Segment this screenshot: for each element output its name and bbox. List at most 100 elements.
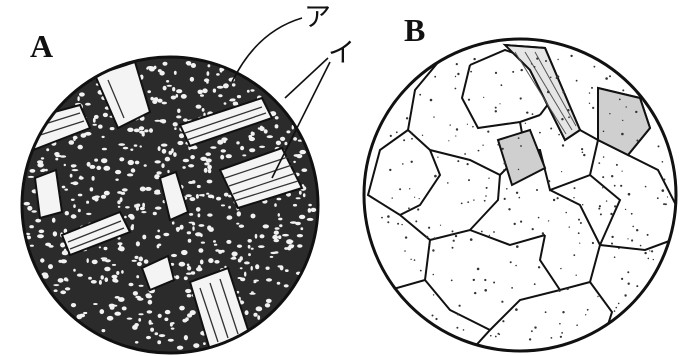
speckle <box>545 311 547 313</box>
speckle <box>573 197 574 198</box>
groundmass-grain <box>168 339 174 342</box>
speckle <box>512 71 514 73</box>
groundmass-grain <box>248 245 251 249</box>
speckle <box>622 120 623 121</box>
speckle <box>618 248 619 249</box>
groundmass-grain <box>223 83 229 88</box>
speckle <box>450 124 451 125</box>
speckle <box>387 221 389 223</box>
groundmass-grain <box>187 266 191 271</box>
speckle <box>531 63 532 64</box>
groundmass-grain <box>265 303 270 307</box>
speckle <box>626 106 627 107</box>
speckle <box>495 336 497 338</box>
groundmass-grain <box>107 316 114 321</box>
groundmass-grain <box>191 63 196 68</box>
groundmass-grain <box>300 227 303 230</box>
groundmass-grain <box>207 213 212 216</box>
groundmass-grain <box>165 157 170 162</box>
groundmass-grain <box>127 318 133 320</box>
speckle <box>648 258 650 260</box>
groundmass-grain <box>247 90 250 93</box>
groundmass-grain <box>37 234 44 238</box>
speckle <box>620 185 622 187</box>
groundmass-grain <box>101 257 108 260</box>
groundmass-grain <box>71 199 75 201</box>
groundmass-grain <box>102 136 105 138</box>
groundmass-grain <box>102 148 107 151</box>
groundmass-grain <box>65 211 69 215</box>
speckle <box>570 55 572 57</box>
groundmass-grain <box>251 291 254 293</box>
speckle <box>495 107 497 109</box>
speckle <box>516 192 518 194</box>
speckle <box>457 73 459 75</box>
groundmass-grain <box>144 164 147 167</box>
groundmass-grain <box>193 343 199 348</box>
groundmass-grain <box>92 260 98 265</box>
groundmass-grain <box>138 318 141 322</box>
groundmass-grain <box>179 306 185 311</box>
speckle <box>495 110 497 112</box>
groundmass-grain <box>196 207 201 212</box>
groundmass-grain <box>136 207 139 211</box>
speckle <box>561 332 563 334</box>
groundmass-grain <box>87 258 89 263</box>
groundmass-grain <box>73 136 78 140</box>
speckle <box>459 305 461 307</box>
speckle <box>482 145 483 146</box>
speckle <box>473 199 474 200</box>
groundmass-grain <box>198 90 203 95</box>
speckle <box>432 249 434 251</box>
groundmass-grain <box>186 194 192 197</box>
groundmass-grain <box>186 61 192 65</box>
groundmass-grain <box>176 228 179 232</box>
speckle <box>420 270 422 272</box>
groundmass-grain <box>58 260 62 263</box>
groundmass-grain <box>226 154 232 158</box>
groundmass-grain <box>96 166 101 170</box>
speckle <box>474 292 476 294</box>
speckle <box>594 66 596 68</box>
speckle <box>553 199 555 201</box>
speckle <box>410 259 411 260</box>
groundmass-grain <box>64 164 66 166</box>
groundmass-grain <box>104 267 110 272</box>
speckle <box>662 161 664 163</box>
speckle <box>628 283 630 285</box>
groundmass-grain <box>112 305 118 307</box>
speckle <box>411 161 413 163</box>
groundmass-grain <box>101 275 104 279</box>
groundmass-grain <box>207 225 211 230</box>
speckle <box>484 279 486 281</box>
groundmass-grain <box>41 157 44 159</box>
groundmass-grain <box>102 329 106 332</box>
groundmass-grain <box>175 275 179 279</box>
groundmass-grain <box>77 274 83 277</box>
groundmass-grain <box>138 313 143 315</box>
speckle <box>602 187 603 188</box>
speckle <box>561 118 563 120</box>
speckle <box>419 198 420 199</box>
speckle <box>603 156 605 158</box>
speckle <box>516 245 519 248</box>
groundmass-grain <box>154 192 161 195</box>
groundmass-grain <box>183 118 188 121</box>
speckle <box>548 220 549 221</box>
groundmass-grain <box>42 272 48 276</box>
groundmass-grain <box>112 264 116 266</box>
groundmass-grain <box>258 127 261 129</box>
speckle <box>493 231 495 233</box>
speckle <box>520 145 522 147</box>
groundmass-grain <box>191 271 195 274</box>
groundmass-grain <box>165 310 171 314</box>
speckle <box>658 145 660 147</box>
speckle <box>558 290 560 292</box>
groundmass-grain <box>35 219 41 223</box>
groundmass-grain <box>187 264 190 267</box>
groundmass-grain <box>162 102 167 105</box>
speckle <box>609 113 610 114</box>
speckle <box>579 243 580 244</box>
groundmass-grain <box>122 188 128 191</box>
speckle <box>452 247 454 249</box>
